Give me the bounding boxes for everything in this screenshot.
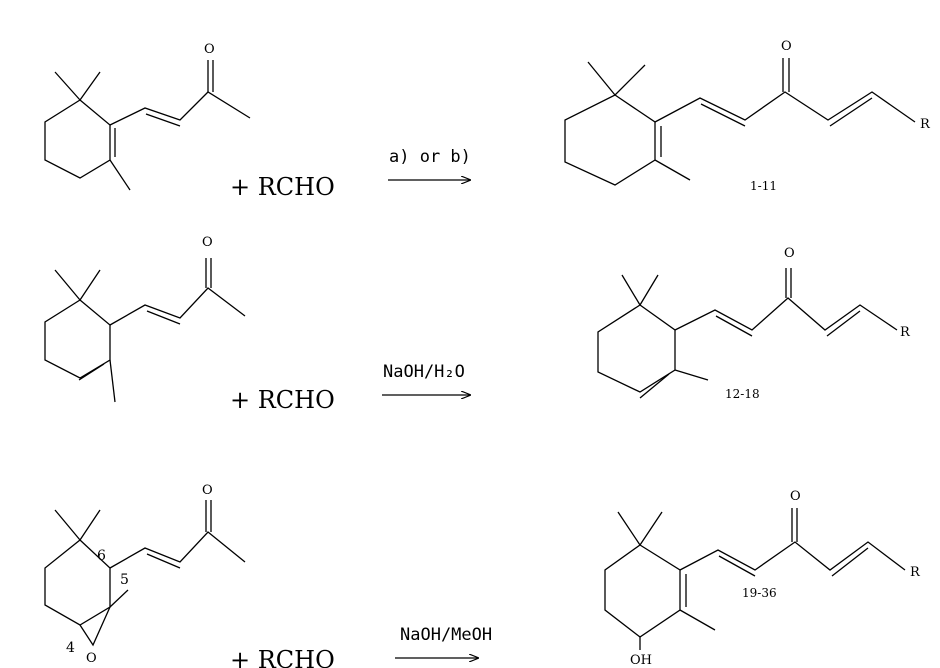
row2-plus-rcho: + RCHO xyxy=(230,386,335,414)
row2-product-oxygen: O xyxy=(784,246,795,261)
row1-plus-rcho: + RCHO xyxy=(230,173,335,201)
row3-plus-rcho: + RCHO xyxy=(230,646,335,668)
row2-reaction-arrow: NaOH/H₂O xyxy=(382,362,470,395)
row3-locant-4: 4 xyxy=(66,640,75,656)
row1-product-oxygen: O xyxy=(781,39,792,54)
row2-product-r-group: R xyxy=(900,325,911,340)
row1-reactant-structure: O xyxy=(44,42,251,191)
row1-reaction-arrow: a) or b) xyxy=(388,147,471,180)
row3-locant-6: 6 xyxy=(97,548,106,564)
row3-product-oxygen: O xyxy=(790,489,801,504)
row2-reactant-oxygen: O xyxy=(202,235,213,250)
row3-reactant-structure: O O 6 5 4 xyxy=(44,483,246,666)
row3-conditions: NaOH/MeOH xyxy=(400,625,492,645)
row3-product-hydroxyl: OH xyxy=(630,653,652,668)
row3-reactant-oxygen: O xyxy=(202,483,213,498)
row1-reactant-oxygen: O xyxy=(204,42,215,57)
row3-reaction-arrow: NaOH/MeOH xyxy=(395,625,492,658)
row1-product-structure: O R 1-11 xyxy=(564,39,931,193)
row3-locant-5: 5 xyxy=(120,572,129,588)
row2-conditions: NaOH/H₂O xyxy=(383,362,465,382)
row2-reactant-structure: O xyxy=(44,235,246,403)
row3-product-structure: O R OH 19-36 xyxy=(604,489,921,668)
row2-compound-range: 12-18 xyxy=(725,387,760,401)
row1-conditions: a) or b) xyxy=(389,147,471,167)
row1-compound-range: 1-11 xyxy=(750,179,777,193)
row2-product-structure: O R 12-18 xyxy=(597,246,911,401)
row1-product-r-group: R xyxy=(920,117,931,132)
row3-compound-range: 19-36 xyxy=(742,586,777,600)
row3-product-r-group: R xyxy=(910,565,921,580)
row3-epoxide-oxygen: O xyxy=(86,651,97,666)
